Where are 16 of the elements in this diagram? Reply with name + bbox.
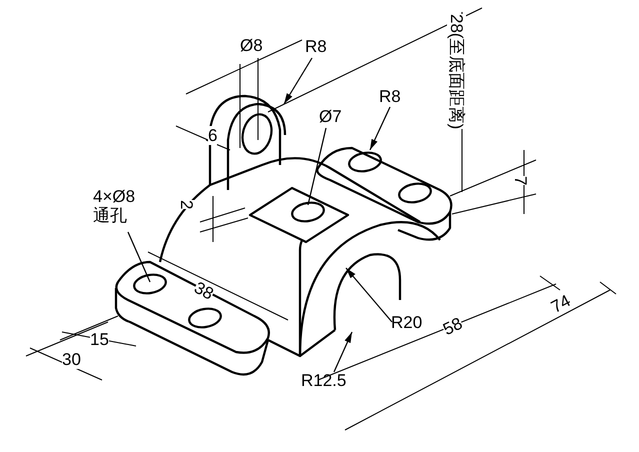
leader-line xyxy=(346,268,392,322)
leader-line xyxy=(283,58,313,104)
callout-text: R8 xyxy=(379,87,401,106)
leader-line xyxy=(333,332,353,372)
leader-line xyxy=(127,232,151,282)
callout-text: R20 xyxy=(391,313,422,332)
leader-line xyxy=(369,106,391,150)
dimension-text: 28(至底面距离) xyxy=(447,14,466,130)
callout-text: 4×Ø8 xyxy=(93,187,136,206)
dimension-text: 6 xyxy=(208,126,218,145)
callout-text: R8 xyxy=(305,37,327,56)
callout-text: R12.5 xyxy=(301,371,346,390)
leader-line xyxy=(307,128,327,206)
callout-note: 通孔 xyxy=(93,206,128,225)
dimension-text: 30 xyxy=(62,350,81,369)
callout-text: Ø7 xyxy=(319,107,342,126)
